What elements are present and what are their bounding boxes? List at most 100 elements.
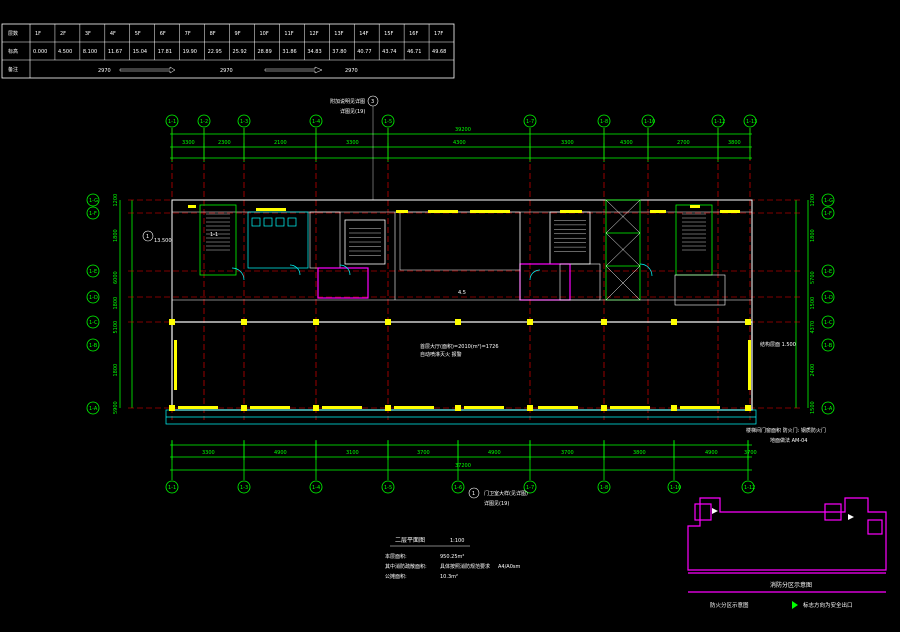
axis-label-top: 1-12 [714, 119, 725, 125]
axis-bubble-top [641, 114, 655, 128]
table-header-cell: 16F [409, 31, 418, 37]
axis-bubble-left [86, 193, 100, 207]
axis-label-bottom: 1-3 [240, 485, 248, 491]
axis-label-top: 1-5 [384, 119, 392, 125]
axis-bubble-right [821, 290, 835, 304]
column-mark [745, 319, 751, 325]
table-header-cell: 17F [434, 31, 443, 37]
axis-bubble-bottom [309, 480, 323, 494]
axis-bubble-top [237, 114, 251, 128]
table-elev-cell: 49.68 [432, 49, 446, 55]
hall-note: 首层大厅(面积)=2010(m²)=1726 [420, 343, 499, 350]
top-bay-dim: 3300 [346, 140, 359, 146]
table-header-cell: 10F [259, 31, 268, 37]
table-header-cell: 5F [135, 31, 141, 37]
table-elev-cell: 19.90 [183, 49, 197, 55]
axis-label-bottom: 1-8 [600, 485, 608, 491]
axis-bubble-top [711, 114, 725, 128]
table-header-cell: 8F [210, 31, 216, 37]
column-mark [169, 319, 175, 325]
table-header-cell: 15F [384, 31, 393, 37]
axis-bubble-top [197, 114, 211, 128]
column-mark [745, 405, 751, 411]
table-header-cell: 3F [85, 31, 91, 37]
table-elev-label: 标高 [8, 48, 18, 55]
axis-bubble-top [165, 114, 179, 128]
bottom-total-dim: 37200 [455, 463, 471, 469]
top-note-2: 详图见(19) [340, 108, 365, 115]
window-mark [394, 406, 434, 409]
stair-label: 1-1 [210, 232, 218, 238]
bottom-bay-dim: 3700 [744, 450, 757, 456]
top-total-dim: 39200 [455, 127, 471, 133]
axis-label-top: 1-1 [168, 119, 176, 125]
bottom-bay-dim: 3100 [346, 450, 359, 456]
table-note-3: 2970 [345, 68, 358, 74]
axis-label-left: 1-G [89, 198, 98, 204]
table-elev-cell: 4.500 [58, 49, 72, 55]
axis-label-top: 1-10 [644, 119, 655, 125]
axis-bubble-bottom [381, 480, 395, 494]
column-mark [313, 405, 319, 411]
axis-label-bottom: 1-10 [670, 485, 681, 491]
key-plan-legend-2: 标志方向为安全出口 [803, 601, 853, 609]
window-mark [470, 210, 510, 213]
column-mark [385, 319, 391, 325]
axis-bubble-right [821, 315, 835, 329]
table-header-cell: 13F [334, 31, 343, 37]
axis-label-top: 1-13 [746, 119, 757, 125]
right-dim: 1200 [810, 194, 816, 207]
axis-label-right: 1-A [824, 406, 833, 412]
table-elev-cell: 46.71 [407, 49, 421, 55]
axis-bubble-right [821, 206, 835, 220]
axis-bubble-top [381, 114, 395, 128]
axis-bubble-left [86, 315, 100, 329]
axis-label-bottom: 1-6 [454, 485, 462, 491]
axis-label-top: 1-4 [312, 119, 320, 125]
axis-bubble-right [821, 338, 835, 352]
left-dim: 1800 [113, 229, 119, 242]
axis-bubble-left [86, 264, 100, 278]
table-header-cell: 1F [35, 31, 41, 37]
axis-label-right: 1-C [824, 320, 833, 326]
table-header-cell: 9F [235, 31, 241, 37]
axis-label-left: 1-D [89, 295, 98, 301]
axis-bubble-left [86, 290, 100, 304]
right-note-2: 楼梯间门窗面积 防火门: 钢质防火门 [746, 427, 826, 434]
window-mark [256, 208, 286, 211]
axis-bubble-left [86, 338, 100, 352]
section-tag-3: 1 [472, 491, 475, 497]
axis-label-left: 1-B [89, 343, 98, 349]
drawing-scale: 1:100 [450, 538, 464, 544]
axis-bubble-bottom [667, 480, 681, 494]
table-elev-cell: 43.74 [382, 49, 396, 55]
bottom-bay-dim: 4900 [705, 450, 718, 456]
exit-arrow-icon [792, 601, 798, 609]
axis-label-top: 1-8 [600, 119, 608, 125]
level-table: 1F0.0002F4.5003F8.1004F11.675F15.046F17.… [1, 23, 455, 79]
left-dim: 1800 [113, 297, 119, 310]
table-header-cell: 11F [284, 31, 293, 37]
left-dim: 5900 [113, 401, 119, 414]
table-header-cell: 6F [160, 31, 166, 37]
table-elev-cell: 34.83 [307, 49, 321, 55]
column-mark [601, 319, 607, 325]
top-bay-dim: 3800 [728, 140, 741, 146]
window-mark [680, 406, 720, 409]
top-bay-dim: 4300 [453, 140, 466, 146]
right-dim: 1500 [810, 297, 816, 310]
column-mark [601, 405, 607, 411]
bottom-bay-dim: 4900 [274, 450, 287, 456]
top-bay-dim: 2700 [677, 140, 690, 146]
window-mark [178, 406, 218, 409]
key-plan-title: 消防分区示意图 [770, 581, 812, 589]
axis-grid [128, 128, 800, 420]
right-dim: 1500 [810, 401, 816, 414]
axis-bubble-top [309, 114, 323, 128]
table-header-label: 层数 [8, 30, 18, 37]
table-header-cell: 12F [309, 31, 318, 37]
column-and-window-marks [169, 205, 751, 411]
window-mark [538, 406, 578, 409]
left-dim: 6000 [113, 271, 119, 284]
